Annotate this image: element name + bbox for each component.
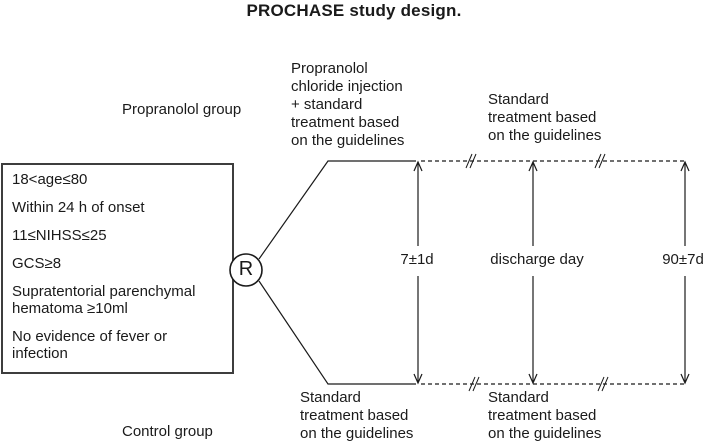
- criterion-age: 18<age≤80: [12, 171, 88, 188]
- top-branch-line: [258, 160, 416, 260]
- timeline-arrow-discharge: [528, 160, 538, 385]
- timepoint-label-90d: 90±7d: [662, 251, 704, 268]
- figure-title: PROCHASE study design.: [246, 1, 462, 20]
- timepoint-label-discharge-day: discharge day: [490, 251, 584, 268]
- group-label-propranolol: Propranolol group: [122, 101, 242, 118]
- criterion-nihss: 11≤NIHSS≤25: [12, 227, 107, 244]
- bottom-branch-line: [258, 280, 416, 385]
- criterion-gcs: GCS≥8: [12, 255, 62, 272]
- control-followup-treatment-text: Standard treatment based on the guidelin…: [488, 389, 602, 442]
- propranolol-followup-treatment-text: Standard treatment based on the guidelin…: [488, 91, 602, 144]
- randomization-label: R: [238, 258, 254, 280]
- criterion-no-fever: No evidence of fever or infection: [12, 328, 168, 362]
- propranolol-initial-treatment-text: Propranolol chloride injection + standar…: [291, 60, 405, 149]
- criterion-onset: Within 24 h of onset: [12, 199, 145, 216]
- criterion-hematoma: Supratentorial parenchymal hematoma ≥10m…: [12, 283, 196, 317]
- group-label-control: Control group: [122, 423, 213, 440]
- timeline-break-marks: [465, 153, 609, 392]
- timeline-arrow-7d: [413, 160, 423, 385]
- eligibility-criteria-box: 18<age≤80 Within 24 h of onset 11≤NIHSS≤…: [1, 163, 234, 374]
- timepoint-label-7d: 7±1d: [400, 251, 434, 268]
- control-initial-treatment-text: Standard treatment based on the guidelin…: [300, 389, 414, 442]
- timeline-arrow-90d: [680, 160, 690, 385]
